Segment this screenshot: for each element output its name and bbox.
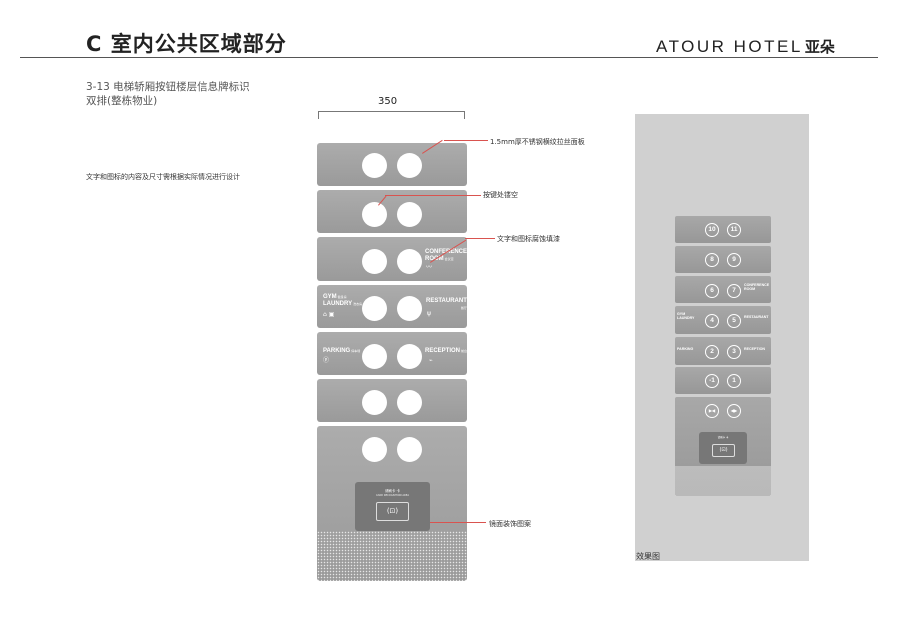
button-cutout [397, 153, 422, 178]
panel-row-6 [317, 379, 467, 422]
card-reader: 请刷卡 卡 (⊡) [699, 432, 747, 464]
panel-row-5: PARKING停车场 ⓟ RECEPTION前台 ⌁ [317, 332, 467, 375]
annotation-line [465, 238, 495, 239]
floor-button: 9 [727, 253, 741, 267]
parking-label: PARKING [677, 347, 694, 351]
reception-icon: ⌁ [429, 357, 433, 364]
header-divider [20, 57, 878, 58]
card-reader: 请刷卡 卡 CARD RECOGNITION AREA (⊡) [355, 482, 430, 531]
brand-name-en: ATOUR HOTEL [656, 37, 803, 56]
nfc-icon: (⊡) [712, 444, 735, 457]
button-cutout [362, 249, 387, 274]
width-dimension: 350 [378, 96, 398, 107]
panel-row-1 [317, 143, 467, 186]
preview-row: 10 11 [675, 216, 771, 243]
preview-row-bottom: ▶◀ ◀▶ 请刷卡 卡 (⊡) [675, 397, 771, 496]
card-reader-title: 请刷卡 卡 [717, 436, 729, 439]
preview-row: -1 1 [675, 367, 771, 394]
restaurant-icon: ψ [427, 310, 431, 317]
dimension-line [318, 111, 465, 119]
reception-label: RECEPTION前台 [425, 348, 468, 354]
button-cutout [397, 390, 422, 415]
preview-row: 2 3 PARKING RECEPTION [675, 337, 771, 365]
parking-label: PARKING停车场 [323, 348, 361, 354]
annotation-button-cutout: 按键处镂空 [483, 191, 518, 199]
button-cutout [362, 390, 387, 415]
section-title: 3-13 电梯轿厢按钮楼层信息牌标识 [86, 81, 250, 93]
panel-bottom: 请刷卡 卡 CARD RECOGNITION AREA (⊡) [317, 426, 467, 581]
annotation-line [385, 195, 481, 196]
section-subtitle: 双排(整栋物业) [86, 95, 158, 107]
button-cutout [397, 344, 422, 369]
parking-icon: ⓟ [323, 357, 330, 364]
annotation-panel-material: 1.5mm厚不锈钢横纹拉丝面板 [490, 138, 585, 146]
brand-name-cn: 亚朵 [804, 38, 835, 56]
floor-button: 8 [705, 253, 719, 267]
mirror-pattern [317, 531, 467, 581]
door-open-button: ◀▶ [727, 404, 741, 418]
button-cutout [397, 249, 422, 274]
restaurant-label: RESTAURANT [744, 315, 769, 319]
floor-button: 1 [727, 374, 741, 388]
design-note: 文字和图标的内容及尺寸需根据实际情况进行设计 [86, 173, 240, 181]
floor-button: 7 [727, 284, 741, 298]
mirror-pattern [675, 466, 771, 496]
card-reader-title: 请刷卡 卡 [384, 489, 401, 493]
reception-label: RECEPTION [744, 347, 765, 351]
floor-button: 2 [705, 345, 719, 359]
card-reader-subtitle: CARD RECOGNITION AREA [375, 494, 410, 497]
annotation-text-etching: 文字和图标腐蚀填漆 [497, 235, 560, 243]
page-title: C 室内公共区域部分 [86, 32, 287, 56]
button-cutout [362, 153, 387, 178]
button-cutout [362, 344, 387, 369]
annotation-line [430, 522, 486, 523]
preview-caption: 效果图 [636, 552, 660, 561]
door-close-button: ▶◀ [705, 404, 719, 418]
nfc-icon: (⊡) [376, 502, 409, 521]
annotation-line [444, 140, 488, 141]
floor-button: 11 [727, 223, 741, 237]
button-cutout [397, 296, 422, 321]
button-cutout [362, 437, 387, 462]
floor-button: 5 [727, 314, 741, 328]
preview-row: 8 9 [675, 246, 771, 273]
conference-icon: 〰 [426, 264, 433, 271]
button-cutout [362, 202, 387, 227]
floor-button: 3 [727, 345, 741, 359]
floor-button: 4 [705, 314, 719, 328]
floor-button: 6 [705, 284, 719, 298]
button-cutout [397, 437, 422, 462]
button-cutout [397, 202, 422, 227]
panel-row-2 [317, 190, 467, 233]
floor-button: -1 [705, 374, 719, 388]
gym-laundry-icon: ⌂ ▣ [323, 311, 335, 318]
annotation-mirror-pattern: 镜面装饰图案 [489, 520, 531, 528]
panel-row-3: CONFERENCEROOM会议室 〰 [317, 237, 467, 281]
section-heading: 3-13 电梯轿厢按钮楼层信息牌标识 双排(整栋物业) [86, 80, 250, 108]
button-cutout [362, 296, 387, 321]
floor-button: 10 [705, 223, 719, 237]
